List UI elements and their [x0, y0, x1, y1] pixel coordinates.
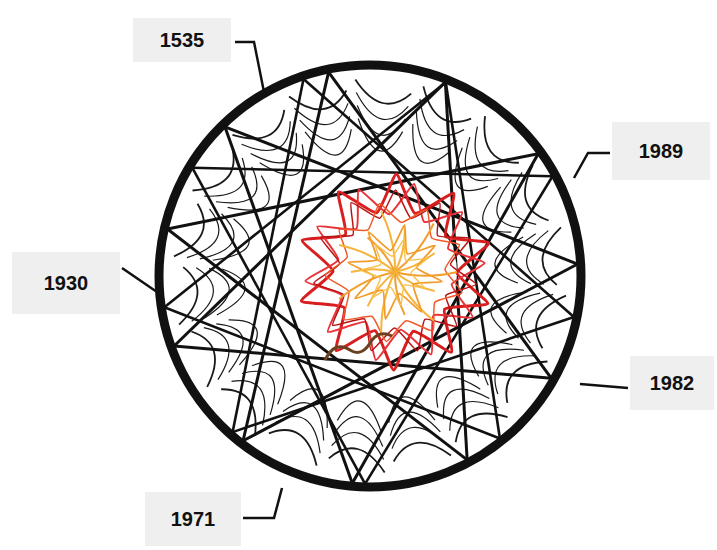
- leader-line: [235, 42, 264, 92]
- callout-box: 1535: [133, 18, 231, 62]
- swirl-line: [491, 292, 527, 333]
- orange-ray: [351, 269, 395, 272]
- red-burst: [305, 184, 484, 360]
- swirl-line: [436, 377, 480, 408]
- callout-box: 1989: [612, 122, 710, 180]
- red-burst: [325, 204, 462, 342]
- wheel-rim: [159, 65, 581, 487]
- callout-number: 1535: [160, 29, 205, 51]
- callout-number: 1971: [171, 508, 216, 530]
- swirl-line: [337, 401, 381, 434]
- swirl-line: [420, 99, 464, 136]
- leader-line: [243, 488, 282, 518]
- callout-number: 1982: [650, 372, 695, 394]
- callout-box: 1982: [630, 356, 714, 410]
- swirl-line: [355, 80, 411, 104]
- swirl-line: [521, 294, 553, 343]
- leader-line: [580, 384, 628, 388]
- star-chord: [243, 72, 329, 441]
- swirl-line: [300, 116, 350, 140]
- swirl-line: [187, 209, 219, 258]
- swirl-line: [443, 389, 489, 419]
- orange-ray: [381, 212, 395, 272]
- star-chord: [329, 72, 552, 378]
- red-burst: [301, 174, 488, 370]
- swirl-line: [204, 328, 229, 380]
- star-chord: [192, 168, 552, 177]
- callout-number: 1989: [639, 140, 684, 162]
- leader-line: [122, 268, 157, 292]
- swirl-line: [216, 324, 243, 372]
- swirl-line: [527, 231, 549, 285]
- swirl-line: [356, 93, 408, 120]
- swirl-line: [413, 124, 450, 163]
- red-burst: [348, 225, 442, 319]
- callout-number: 1930: [44, 272, 89, 294]
- orange-ray: [368, 272, 395, 306]
- orange-star: [339, 212, 457, 333]
- swirl-line: [191, 332, 215, 387]
- leader-line: [574, 153, 610, 178]
- swirl-line: [276, 417, 320, 454]
- star-chords: [164, 72, 577, 484]
- red-burst: [361, 239, 426, 305]
- swirl-line: [174, 204, 204, 257]
- orange-ray: [395, 272, 434, 320]
- swirl-line: [394, 443, 451, 462]
- red-burst: [314, 190, 476, 351]
- swirl-line: [450, 401, 499, 430]
- brown-squiggle: [325, 334, 392, 360]
- callout-box: 1971: [145, 492, 241, 546]
- callout-box: 1930: [12, 252, 120, 314]
- star-chord: [233, 79, 304, 432]
